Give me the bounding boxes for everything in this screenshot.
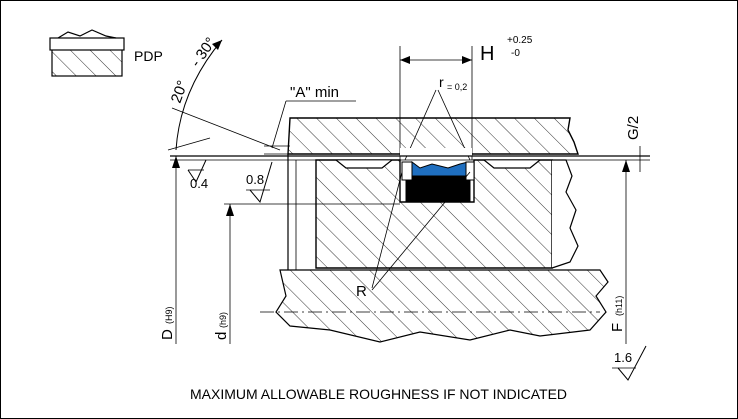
D-tolerance: (H9) (164, 306, 174, 324)
roughness-symbol-3 (612, 345, 647, 381)
roughness-note: MAXIMUM ALLOWABLE ROUGHNESS IF NOT INDIC… (190, 386, 567, 402)
h-tol-lower: -0 (511, 48, 520, 59)
angle-20-label: 20° (168, 78, 192, 105)
d-tolerance: (h9) (218, 312, 228, 328)
roughness-2-value: 0.8 (246, 172, 264, 187)
d-label: d (213, 332, 230, 340)
profile-code: PDP (134, 48, 163, 64)
h-tol-upper: +0.25 (507, 35, 533, 46)
h-label: H (480, 43, 494, 65)
roughness-3-value: 1.6 (614, 350, 632, 365)
roughness-1-value: 0.4 (190, 176, 208, 191)
g-half-label: G/2 (625, 116, 642, 140)
radius-R-label: R (356, 283, 367, 300)
F-label: F (609, 323, 626, 332)
small-radius-r: r (439, 74, 444, 90)
small-radius-value: = 0,2 (447, 82, 467, 92)
seal (401, 161, 475, 203)
housing (287, 117, 579, 156)
F-tolerance: (h11) (614, 296, 624, 316)
rod (260, 269, 609, 343)
profile-icon (49, 29, 125, 77)
cylinder-wall (170, 154, 650, 270)
roughness-symbol-1 (187, 159, 207, 184)
D-label: D (159, 329, 176, 340)
angle-dimension (167, 39, 281, 151)
angle-30-label: - 30° (187, 34, 219, 70)
chamfer-label: "A" min (290, 84, 339, 101)
roughness-symbol-2 (246, 161, 273, 204)
piston (315, 159, 579, 269)
